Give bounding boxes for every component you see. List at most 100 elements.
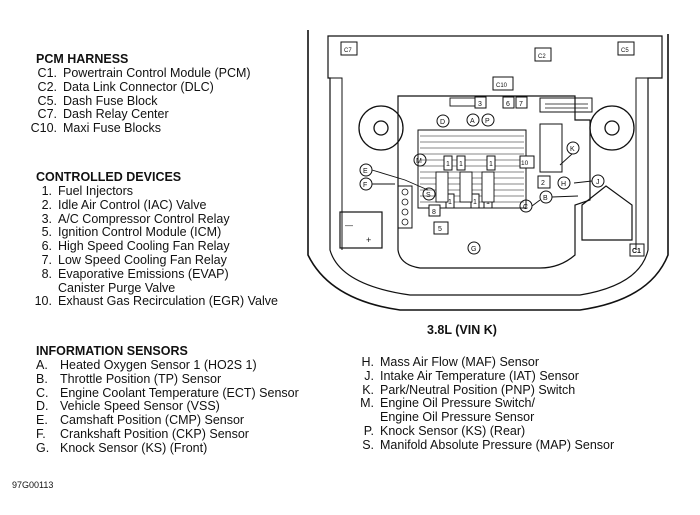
svg-text:F: F <box>363 182 367 189</box>
icm-label-box-5 <box>433 221 449 235</box>
sensor-m-marker <box>413 153 427 167</box>
svg-text:B: B <box>543 195 548 202</box>
svg-text:10: 10 <box>521 160 529 167</box>
sensor-p-marker <box>481 113 495 127</box>
air-cleaner-lid <box>539 97 593 113</box>
iac-valve-2 <box>537 175 551 189</box>
air-intake-duct <box>539 123 563 173</box>
connector-c5-box <box>617 41 635 56</box>
sensor-item: S.Manifold Absolute Pressure (MAP) Senso… <box>362 437 615 452</box>
pcm-harness-item: C1.Powertrain Control Module (PCM) <box>37 66 251 80</box>
relay-3 <box>474 96 487 109</box>
left-strut-tower <box>358 105 404 151</box>
compartment-outline <box>307 30 669 311</box>
svg-text:5: 5 <box>438 226 442 233</box>
pcm-harness-list: C1.Powertrain Control Module (PCM) C2.Da… <box>30 66 251 136</box>
battery <box>339 211 383 249</box>
label-c7: C7 <box>344 48 352 54</box>
svg-text:1: 1 <box>448 199 452 206</box>
connector-c1-box <box>629 243 645 257</box>
sensor-item: B.Throttle Position (TP) Sensor <box>36 371 222 386</box>
battery-minus: — <box>345 221 353 230</box>
label-c1: C1 <box>632 248 641 255</box>
connector-c7-box <box>340 41 358 56</box>
controlled-device-item: 2.Idle Air Control (IAC) Valve <box>41 197 207 212</box>
pcm-harness-item: C5.Dash Fuse Block <box>37 93 158 108</box>
air-cleaner-housing <box>581 185 633 241</box>
svg-text:S: S <box>426 192 431 199</box>
controlled-device-item: 10.Exhaust Gas Recirculation (EGR) Valve <box>34 294 278 309</box>
svg-text:J: J <box>596 179 600 186</box>
relay-7 <box>515 96 528 109</box>
sensor-h-marker <box>557 176 571 190</box>
sensor-item: C.Engine Coolant Temperature (ECT) Senso… <box>36 385 299 400</box>
controlled-device-item: 1.Fuel Injectors <box>41 184 134 198</box>
svg-text:D: D <box>440 119 445 126</box>
controlled-device-item: 7.Low Speed Cooling Fan Relay <box>41 252 227 267</box>
engine-caption: 3.8L (VIN K) <box>427 323 497 337</box>
injector <box>486 155 496 171</box>
controlled-device-item: 5.Ignition Control Module (ICM) <box>41 225 222 240</box>
sensor-item: E.Camshaft Position (CMP) Sensor <box>36 413 245 428</box>
svg-text:1: 1 <box>486 199 490 206</box>
figure-code: 97G00113 <box>12 480 54 490</box>
injector <box>456 155 466 171</box>
connector-c2-box <box>534 47 552 62</box>
sensor-g-marker <box>467 241 481 255</box>
sensor-item: P.Knock Sensor (KS) (Rear) <box>363 423 526 438</box>
controlled-device-item: 3.A/C Compressor Control Relay <box>41 211 230 226</box>
connector-c10-box <box>492 76 514 91</box>
egr-valve-10 <box>519 155 535 169</box>
pcm-harness-item: C7.Dash Relay Center <box>37 107 169 122</box>
ignition-control-module <box>397 185 413 229</box>
svg-text:6: 6 <box>506 101 510 108</box>
evap-purge-valve-8 <box>428 204 441 217</box>
svg-text:A: A <box>470 118 475 125</box>
svg-text:K: K <box>570 146 575 153</box>
sensor-item: D.Vehicle Speed Sensor (VSS) <box>36 399 220 414</box>
svg-text:C: C <box>523 204 528 211</box>
sensor-k-marker <box>566 141 580 155</box>
controlled-devices-list: 1.Fuel Injectors 2.Idle Air Control (IAC… <box>30 184 278 309</box>
injector <box>443 155 453 171</box>
sensor-a-marker <box>466 113 480 127</box>
label-c5: C5 <box>621 48 629 54</box>
sensor-d-marker <box>436 114 450 128</box>
controlled-device-item: 8.Evaporative Emissions (EVAP) <box>41 266 229 281</box>
sensor-item: J.Intake Air Temperature (IAT) Sensor <box>364 368 579 383</box>
sensor-item: H.Mass Air Flow (MAF) Sensor <box>361 355 540 369</box>
controlled-device-item: 6.High Speed Cooling Fan Relay <box>41 239 230 254</box>
controlled-devices-heading: CONTROLLED DEVICES <box>36 170 182 184</box>
svg-text:8: 8 <box>432 209 436 216</box>
sensor-item: A.Heated Oxygen Sensor 1 (HO2S 1) <box>36 358 257 372</box>
svg-text:1: 1 <box>473 199 477 206</box>
svg-text:1: 1 <box>446 161 450 168</box>
svg-text:1: 1 <box>489 161 493 168</box>
svg-text:H: H <box>561 181 566 188</box>
right-strut-tower <box>589 105 635 151</box>
pcm-harness-item: C10.Maxi Fuse Blocks <box>30 121 161 136</box>
svg-text:G: G <box>471 246 476 253</box>
information-sensors-right-list: H.Mass Air Flow (MAF) Sensor J.Intake Ai… <box>356 355 615 453</box>
svg-text:2: 2 <box>541 180 545 187</box>
svg-text:M: M <box>416 158 422 165</box>
svg-text:P: P <box>485 118 490 125</box>
sensor-s-marker <box>422 187 436 201</box>
svg-text:7: 7 <box>519 101 523 108</box>
sensor-item: Engine Oil Pressure Sensor <box>380 410 535 425</box>
sensor-item: K.Park/Neutral Position (PNP) Switch <box>362 382 576 397</box>
svg-text:3: 3 <box>478 101 482 108</box>
pcm-harness-heading: PCM HARNESS <box>36 52 129 66</box>
controlled-device-item: Canister Purge Valve <box>58 280 176 295</box>
svg-text:E: E <box>363 168 368 175</box>
sensor-item: F.Crankshaft Position (CKP) Sensor <box>36 426 249 441</box>
label-c2: C2 <box>538 54 546 60</box>
battery-plus: + <box>366 235 371 245</box>
pcm-harness-item: C2.Data Link Connector (DLC) <box>37 79 214 94</box>
information-sensors-heading: INFORMATION SENSORS <box>36 344 188 358</box>
label-c10: C10 <box>496 83 508 89</box>
inner-fender-outline <box>327 35 663 296</box>
sensor-item: G.Knock Sensor (KS) (Front) <box>36 440 208 455</box>
engine-block <box>397 95 591 269</box>
